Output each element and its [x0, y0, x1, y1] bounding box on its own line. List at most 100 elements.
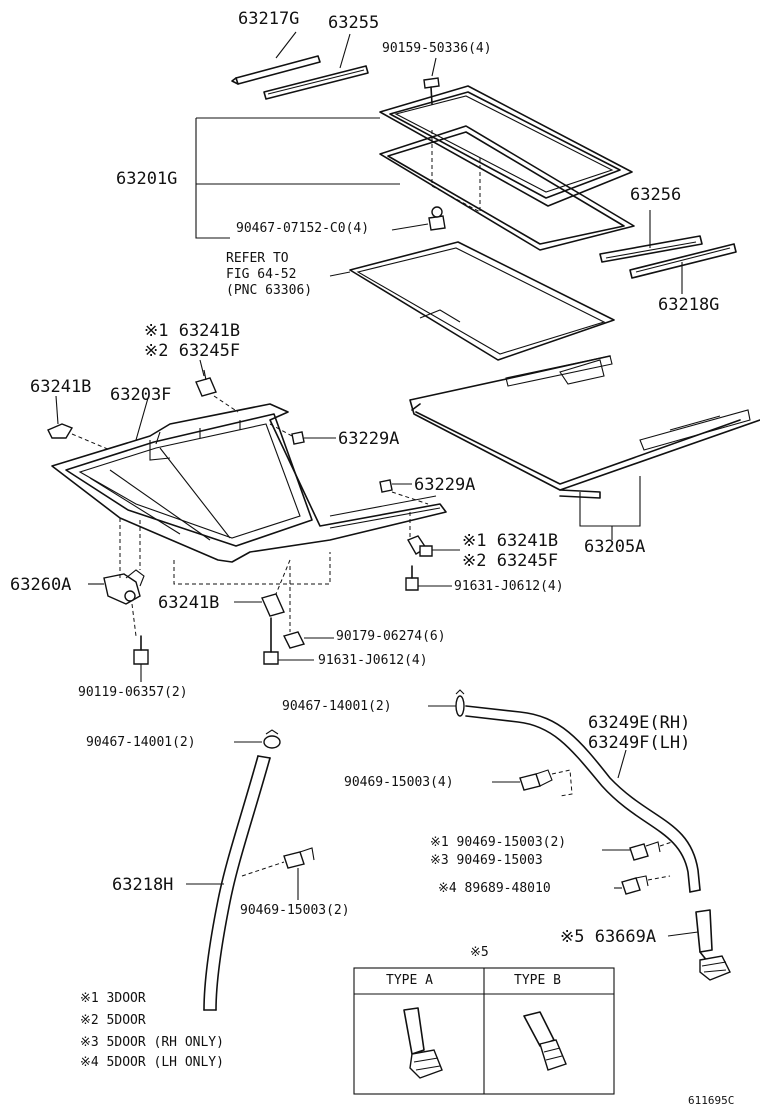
clip-90469-15003-c-icon[interactable]: [283, 847, 315, 869]
leader-63241B-top: [199, 359, 205, 377]
guide-63229A-lower: [391, 491, 429, 505]
part-63203F-housing[interactable]: [51, 403, 447, 563]
nut-90179-icon[interactable]: [282, 631, 306, 649]
label-63260A: 63260A: [10, 575, 72, 595]
part-63217G-strip[interactable]: [231, 55, 321, 85]
part-63241B-63245F-top-bracket[interactable]: [195, 369, 217, 397]
label-90467-14001-upper: 90467-14001(2): [282, 699, 392, 714]
clip-90469-15003-b-icon[interactable]: [629, 841, 661, 861]
label-90119: 90119-06357(2): [78, 685, 188, 700]
label-63218H: 63218H: [112, 875, 174, 895]
part-63255-strip[interactable]: [263, 65, 369, 100]
bolt-91631-right-icon[interactable]: [405, 565, 419, 591]
guide-mid-bracket: [173, 552, 331, 595]
label-63205A: 63205A: [584, 537, 646, 557]
clip-90467-07152-icon[interactable]: [428, 206, 446, 231]
part-63249-drain-hose[interactable]: [465, 705, 701, 893]
clip-90469-15003-a-icon[interactable]: [519, 769, 553, 791]
leader-63217G: [275, 31, 297, 59]
label-type-b: TYPE B: [514, 973, 561, 988]
part-63260A-motor[interactable]: [103, 569, 145, 605]
part-63241B-left-bracket[interactable]: [47, 423, 74, 439]
label-refer-line2: FIG 64-52: [226, 267, 297, 282]
clamp-90467-14001-upper-icon[interactable]: [455, 689, 465, 717]
label-m3-90469: ※3 90469-15003: [430, 853, 543, 868]
label-m4-89689: ※4 89689-48010: [438, 881, 551, 896]
label-63218G: 63218G: [658, 295, 720, 315]
leader-63255: [339, 33, 351, 69]
leader-63669A: [667, 931, 699, 937]
label-63201G: 63201G: [116, 169, 178, 189]
leader-63249: [617, 749, 627, 779]
bolt-91631-lower-icon[interactable]: [263, 617, 279, 665]
guide-dashes-glass: [431, 130, 481, 213]
guide-89689: [647, 875, 671, 881]
part-63201G-glass[interactable]: [379, 85, 633, 207]
note-3: ※3 5DOOR (RH ONLY): [80, 1035, 224, 1050]
guide-90469-b: [659, 841, 673, 847]
note-2: ※2 5DOOR: [80, 1013, 146, 1028]
note-1: ※1 3DOOR: [80, 991, 146, 1006]
part-63201G-seal[interactable]: [379, 125, 635, 251]
label-refer-line3: (PNC 63306): [226, 283, 313, 298]
label-90179: 90179-06274(6): [336, 629, 446, 644]
label-m1-63241B-right: ※1 63241B: [462, 531, 559, 551]
label-90467-07152: 90467-07152-C0(4): [236, 221, 370, 236]
label-63217G: 63217G: [238, 9, 300, 29]
bracket-63205A: [579, 476, 641, 527]
leader-63203F: [135, 397, 149, 441]
label-90467-14001-lower: 90467-14001(2): [86, 735, 196, 750]
type-table: [353, 967, 615, 1095]
part-63241B-mid-bracket[interactable]: [261, 593, 285, 617]
label-63249E: 63249E(RH): [588, 713, 691, 733]
type-b-valve-icon: [523, 1011, 567, 1071]
part-63241B-63245F-right-bracket[interactable]: [406, 535, 433, 557]
bracket-63201G: [195, 117, 400, 239]
leader-90467-07152: [391, 223, 429, 231]
part-63256-strip[interactable]: [599, 235, 703, 263]
guide-90119: [131, 603, 137, 637]
leader-refer: [329, 271, 351, 277]
clip-89689-48010-icon[interactable]: [621, 875, 649, 895]
guide-90469-a: [551, 769, 573, 797]
part-63218H-hose[interactable]: [203, 755, 271, 1011]
note-4: ※4 5DOOR (LH ONLY): [80, 1055, 224, 1070]
sunshade-panel-refer[interactable]: [349, 241, 615, 361]
label-m2-63245F-right: ※2 63245F: [462, 551, 559, 571]
label-refer-line1: REFER TO: [226, 251, 289, 266]
clip-63229A-upper-icon[interactable]: [291, 431, 305, 445]
leader-90159: [431, 57, 437, 77]
label-63255: 63255: [328, 13, 380, 33]
guide-63260A: [119, 518, 141, 578]
screw-90159-icon[interactable]: [423, 77, 440, 105]
label-63256: 63256: [630, 185, 682, 205]
label-91631-lower: 91631-J0612(4): [318, 653, 428, 668]
clamp-90467-14001-lower-icon[interactable]: [263, 729, 281, 749]
part-63205A-rails[interactable]: [409, 355, 760, 499]
leader-63241B-left: [55, 395, 59, 425]
guide-top-bracket: [213, 395, 239, 413]
type-a-valve-icon: [403, 1007, 443, 1079]
label-90159: 90159-50336(4): [382, 41, 492, 56]
bolt-90119-icon[interactable]: [133, 635, 149, 665]
label-63203F: 63203F: [110, 385, 172, 405]
label-63249F: 63249F(LH): [588, 733, 691, 753]
label-91631-right: 91631-J0612(4): [454, 579, 564, 594]
clip-63229A-lower-icon[interactable]: [379, 479, 393, 493]
label-63241B-left: 63241B: [30, 377, 92, 397]
label-type-a: TYPE A: [386, 973, 433, 988]
label-90469-a: 90469-15003(4): [344, 775, 454, 790]
part-63669A-drain-valve[interactable]: [695, 909, 731, 981]
label-m1-63241B-top: ※1 63241B: [144, 321, 241, 341]
label-90469-c: 90469-15003(2): [240, 903, 350, 918]
label-63229A-upper: 63229A: [338, 429, 400, 449]
label-m1-90469: ※1 90469-15003(2): [430, 835, 567, 850]
figure-number: 611695C: [688, 1094, 735, 1107]
label-m5-63669A: ※5 63669A: [560, 927, 657, 947]
label-63241B-mid: 63241B: [158, 593, 220, 613]
label-m5-header: ※5: [470, 945, 489, 960]
label-63229A-lower: 63229A: [414, 475, 476, 495]
part-63218G-strip[interactable]: [629, 243, 737, 279]
